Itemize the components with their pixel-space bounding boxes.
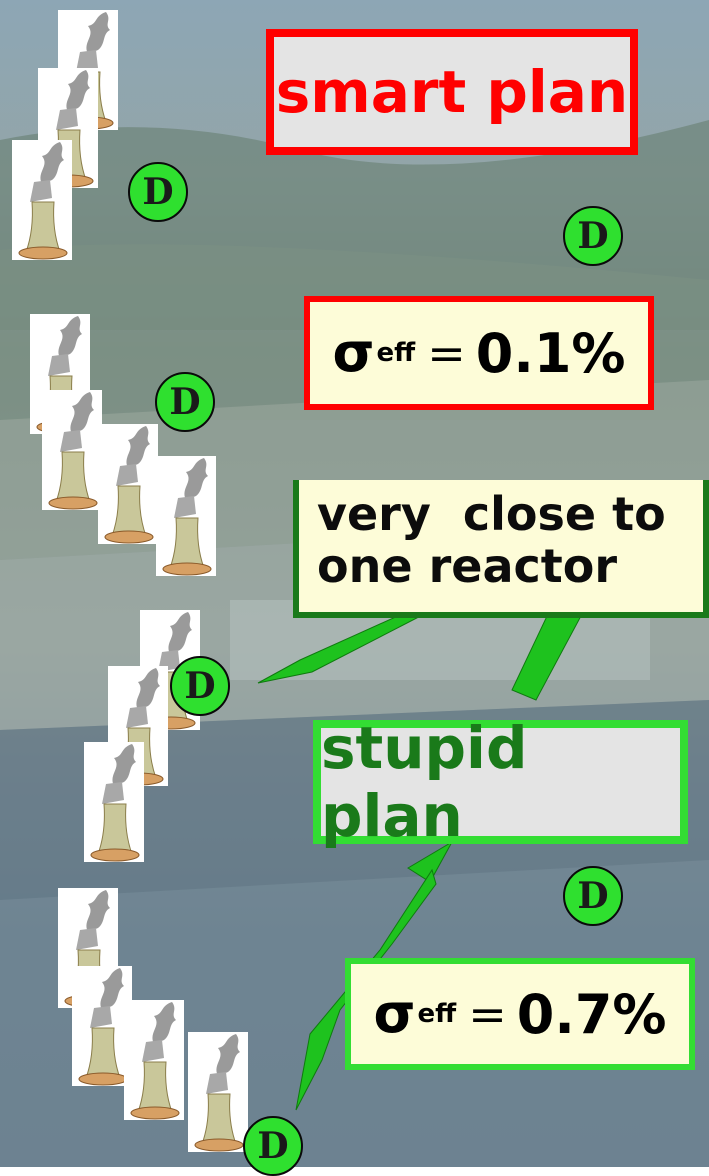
stupid-plan-sigma-value: 0.7% [516,982,667,1046]
smart-plan-label: smart plan [266,29,638,155]
sigma-subscript: eff [417,999,457,1029]
sigma-symbol: σ [373,982,416,1045]
callout-line-2: one reactor [317,539,618,593]
detector-icon: D [128,162,188,222]
smart-plan-text: smart plan [275,58,629,126]
sigma-subscript: eff [376,338,416,368]
stupid-plan-label: stupid plan [313,714,688,850]
detector-icon: D [563,206,623,266]
equals-sign: = [427,326,466,380]
detector-icon: D [243,1116,303,1176]
callout-line-1: very close to [317,487,666,541]
detector-icon: D [155,372,215,432]
equals-sign: = [468,987,507,1041]
detector-icon: D [170,656,230,716]
sigma-symbol: σ [332,321,375,384]
smart-plan-sigma-value: 0.1% [475,321,626,385]
detector-icon: D [563,866,623,926]
callout-box: very close to one reactor [293,480,709,618]
stupid-plan-text: stupid plan [321,714,528,850]
